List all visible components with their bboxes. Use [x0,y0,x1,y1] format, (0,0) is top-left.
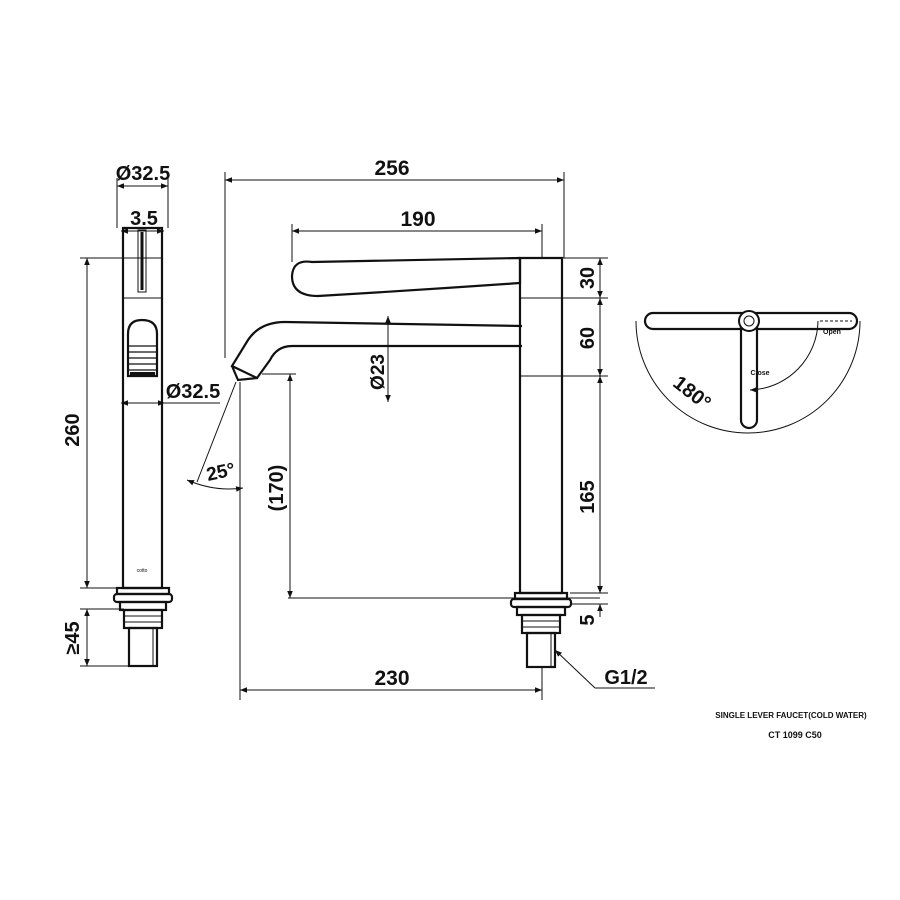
side-lever-width: 3.5 [130,208,158,230]
front-lever-height: 30 [577,267,599,289]
front-view: 256 190 Ø23 25° (170) 30 60 165 5 [186,157,655,700]
product-model: CT 1099 C50 [768,730,822,740]
front-overall-length: 256 [374,157,409,180]
top-close-label: Close [750,370,769,377]
front-lever [290,256,522,298]
svg-text:cotto: cotto [137,568,148,574]
top-rotation: 180° [669,372,715,415]
title-block: SINGLE LEVER FAUCET(COLD WATER) CT 1099 … [715,711,867,740]
front-base-height: 5 [577,614,599,625]
front-thread: G1/2 [604,667,647,689]
front-reach: 230 [374,667,409,690]
front-body [518,256,564,595]
side-top-diameter: Ø32.5 [116,163,170,185]
top-open-label: Open [823,329,841,336]
front-spout-diameter: Ø23 [368,354,389,390]
front-spout-angle: 25° [205,459,237,486]
front-head-height: 60 [577,327,599,349]
top-view: 180° Open Close [635,310,861,434]
front-lever-length: 190 [400,208,435,231]
product-description: SINGLE LEVER FAUCET(COLD WATER) [715,711,867,720]
side-min-surface: ≥45 [62,621,84,654]
side-outlet-diameter: Ø32.5 [166,381,220,403]
front-clearance: (170) [266,465,288,512]
side-height: 260 [62,413,84,446]
side-view: cotto Ø32.5 3.5 Ø32.5 260 ≥45 [62,163,220,668]
front-spout [230,320,523,380]
side-aerator [126,318,159,378]
front-body-height: 165 [577,480,599,513]
